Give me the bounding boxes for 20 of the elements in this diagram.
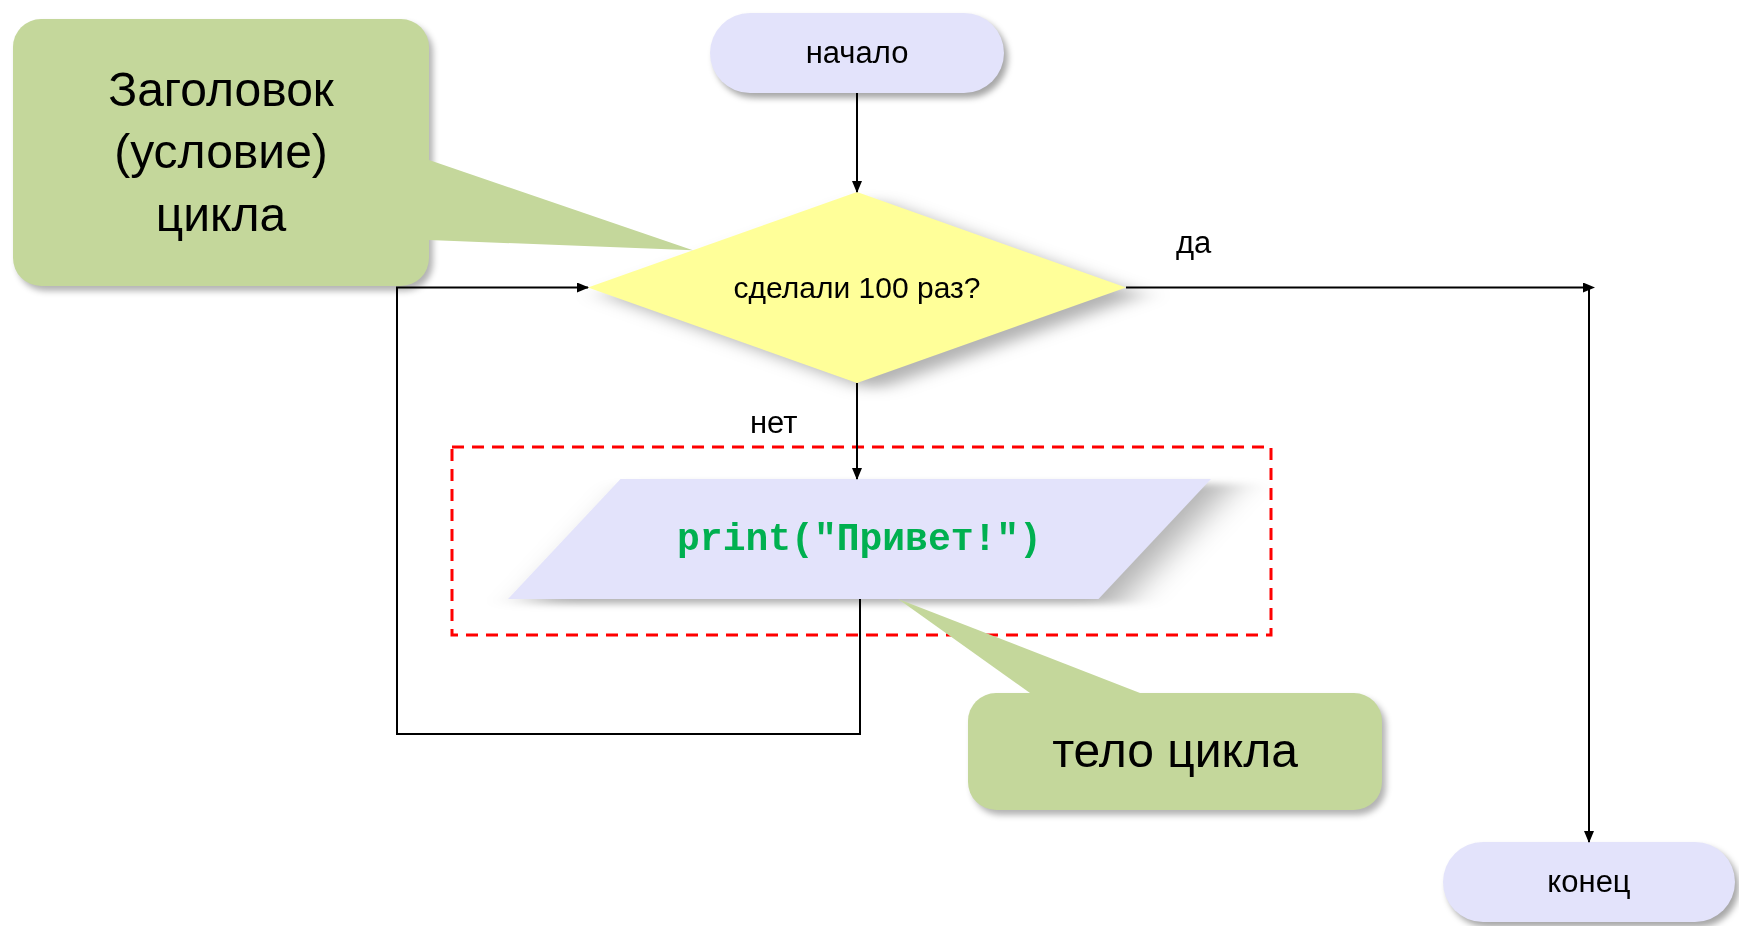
arrow (852, 92, 862, 193)
callout-pointer (429, 160, 693, 251)
edge-label: нет (750, 405, 798, 441)
arrow (852, 382, 862, 480)
code-text: print("Привет!") (677, 517, 1042, 561)
node-text: тело цикла (1052, 723, 1298, 780)
node-text: сделали 100 раз? (733, 270, 981, 305)
node-text: конец (1547, 864, 1631, 900)
arrow (1125, 283, 1595, 843)
io-parallelogram (508, 479, 1211, 599)
terminal-box (710, 13, 1004, 93)
callout-pointer (898, 599, 1140, 693)
decision-diamond (588, 192, 1126, 383)
arrow (396, 282, 861, 735)
edge-label: да (1176, 225, 1212, 261)
terminal-box (1443, 842, 1735, 922)
node-text: Заголовок (условие) цикла (107, 61, 335, 243)
node-text: начало (805, 35, 909, 71)
dashed-group-box (452, 447, 1271, 635)
callout-box (13, 19, 429, 286)
